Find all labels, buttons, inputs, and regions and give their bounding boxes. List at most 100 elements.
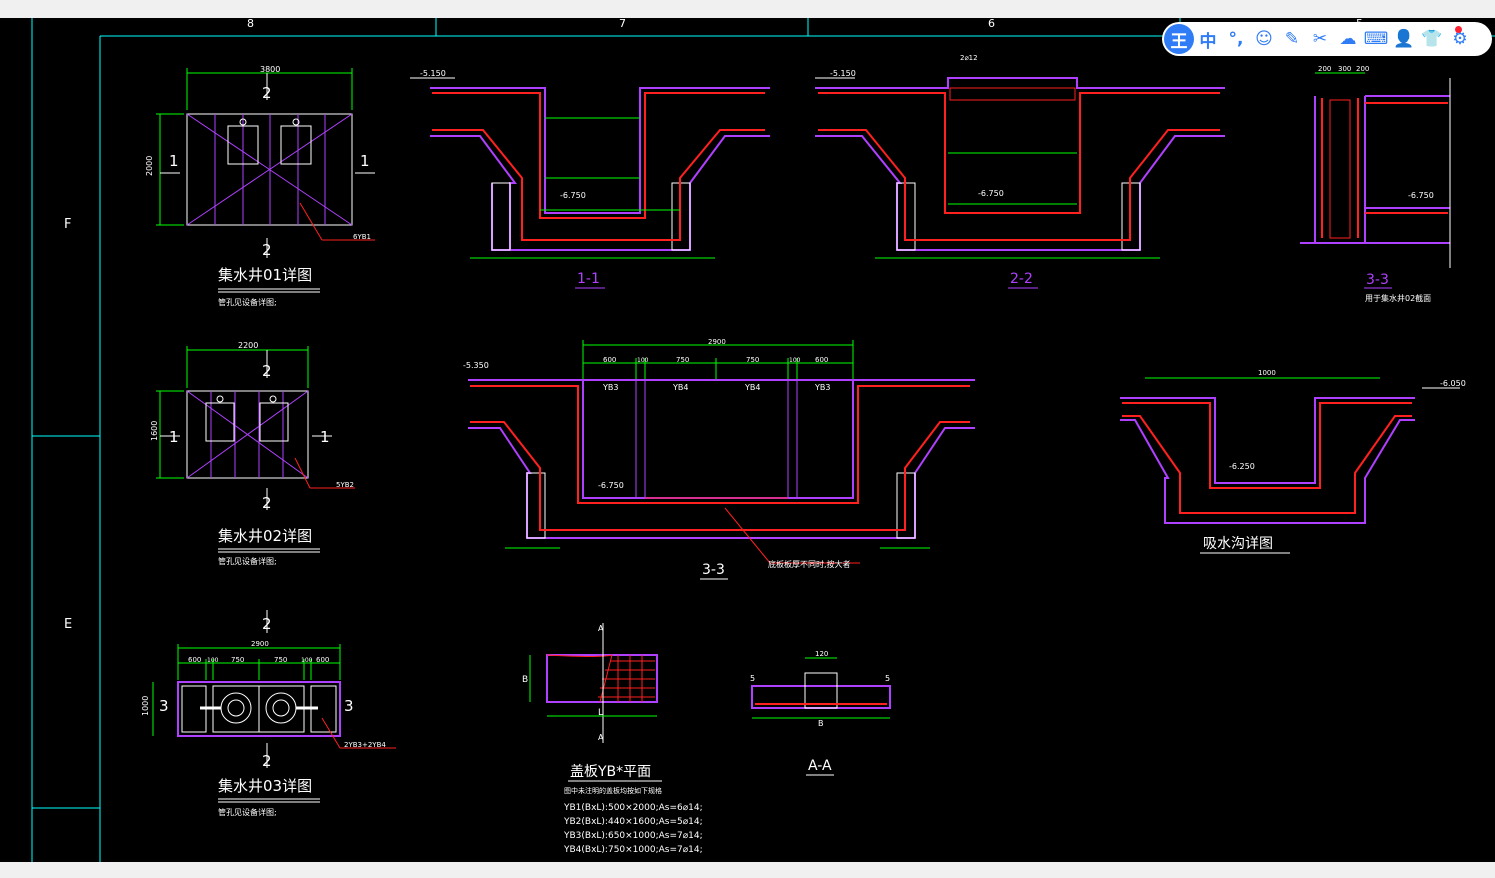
pit03-dim-1: 100 [207, 657, 219, 664]
pit01-plan: 3800 2000 2 2 1 1 6YB1 集水井01详图 管孔见设备详图; [145, 65, 375, 307]
plate-spec-2: YB3(BxL):650×1000;As=7⌀14; [563, 831, 703, 841]
s33-dim-5: 600 [815, 356, 828, 364]
s11-label: 1-1 [577, 271, 600, 287]
pit03-section-top: 2 [262, 615, 272, 633]
s33-cover-2: YB4 [744, 383, 760, 392]
pit03-title: 集水井03详图 [218, 777, 312, 795]
pit02-plan: 2200 1600 2 2 1 1 5YB2 集水井02详图 管孔见设备详图; [150, 341, 355, 566]
drawing-svg[interactable]: 8 7 6 5 F E 3800 2000 2 2 1 1 [0, 18, 1495, 862]
d33-dim-2: 200 [1356, 65, 1369, 73]
pit02-cut-right: 1 [320, 428, 330, 446]
sump-detail: 1000 -6.050 -6.250 吸水沟详图 [1120, 369, 1466, 554]
grid-row-e: E [64, 617, 72, 632]
s33-note: 底板板厚不同时,按大者 [768, 559, 851, 569]
aa-left: 5 [750, 674, 755, 683]
ime-toolbar[interactable]: 王 中 °, ☺ ✎ ✂ ☁ ⌨ 👤 👕 ⚙ [1162, 22, 1492, 56]
keyboard-icon[interactable]: ⌨ [1363, 29, 1389, 49]
cover-plate-plan: A A B L 盖板YB*平面 图中未注明的盖板均按如下规格 YB1(BxL):… [522, 623, 703, 855]
pit01-title: 集水井01详图 [218, 266, 312, 284]
s33-label: 3-3 [702, 562, 725, 578]
plate-spec-1: YB2(BxL):440×1600;As=5⌀14; [563, 817, 703, 827]
section-1-1: -5.150 -6.750 1-1 [410, 69, 770, 289]
pit01-cut-left: 1 [169, 152, 179, 170]
detail-3-3: 200 300 200 -6.750 3-3 用于集水井02截面 [1300, 65, 1451, 303]
s33-total: 2900 [708, 338, 726, 346]
scissors-icon[interactable]: ✂ [1312, 29, 1328, 49]
aa-width: 120 [815, 650, 828, 658]
s33-cover-1: YB4 [672, 383, 688, 392]
pit02-height: 1600 [150, 421, 159, 441]
sump-elev-bot: -6.250 [1229, 462, 1255, 471]
s33-dim-0: 600 [603, 356, 616, 364]
user-icon[interactable]: 👤 [1393, 29, 1415, 49]
s22-elev-top: -5.150 [830, 69, 856, 78]
s33-cover-0: YB3 [602, 383, 618, 392]
s11-elev-top: -5.150 [420, 69, 446, 78]
s22-rebar: 2⌀12 [960, 54, 978, 62]
plate-a-top: A [598, 624, 604, 633]
grid-row-f: F [64, 217, 71, 232]
grid-col-8: 8 [247, 18, 254, 30]
aa-b: B [818, 719, 824, 728]
d33-note: 用于集水井02截面 [1365, 293, 1431, 303]
pit03-dim-2: 750 [231, 656, 244, 664]
bottom-status-bar [0, 862, 1495, 878]
pit03-dim-5: 600 [316, 656, 329, 664]
pit03-section-bot: 2 [262, 752, 272, 770]
pit02-section-bot: 2 [262, 494, 272, 512]
punctuation-icon[interactable]: °, [1228, 29, 1244, 49]
skin-icon[interactable]: 👕 [1421, 29, 1443, 49]
s33-dim-1: 100 [637, 357, 649, 364]
pit01-width: 3800 [260, 65, 280, 74]
section-a-a: 120 B 5 5 A-A [750, 650, 891, 776]
s11-elev-bot: -6.750 [560, 191, 586, 200]
pit02-note: 管孔见设备详图; [218, 556, 277, 566]
grid-col-6: 6 [988, 18, 995, 30]
section-3-3: 2900 600 100 750 750 100 600 -5.350 -6.7… [463, 338, 975, 580]
pit01-height: 2000 [145, 156, 154, 176]
pit01-tag: 6YB1 [353, 233, 371, 241]
emoji-icon[interactable]: ☺ [1255, 29, 1273, 49]
pit03-dim-0: 600 [188, 656, 201, 664]
s33-dim-4: 100 [789, 357, 801, 364]
pit03-height: 1000 [141, 696, 150, 716]
pit03-tag: 2YB3+2YB4 [344, 741, 386, 749]
sump-elev-top: -6.050 [1440, 379, 1466, 388]
plate-a-bot: A [598, 733, 604, 742]
d33-elev: -6.750 [1408, 191, 1434, 200]
pit03-dim-4: 100 [301, 657, 313, 664]
cloud-icon[interactable]: ☁ [1339, 29, 1357, 49]
pit02-cut-left: 1 [169, 428, 179, 446]
pit01-note: 管孔见设备详图; [218, 297, 277, 307]
pit03-width: 2900 [251, 640, 269, 648]
ime-mode-button[interactable]: 中 [1199, 31, 1217, 52]
s33-elev-bot: -6.750 [598, 481, 624, 490]
s33-dim-2: 750 [676, 356, 689, 364]
pit03-dim-3: 750 [274, 656, 287, 664]
pit03-plan: 2900 600 100 750 750 100 600 1000 2 2 3 … [141, 610, 396, 817]
aa-right: 5 [885, 674, 890, 683]
s22-elev-bot: -6.750 [978, 189, 1004, 198]
plate-spec-0: YB1(BxL):500×2000;As=6⌀14; [563, 803, 703, 813]
sump-label: 吸水沟详图 [1203, 536, 1273, 552]
pen-icon[interactable]: ✎ [1284, 29, 1300, 49]
notification-dot [1455, 26, 1462, 33]
settings-icon[interactable]: ⚙ [1452, 29, 1468, 49]
d33-label: 3-3 [1366, 272, 1389, 288]
pit01-section-bot: 2 [262, 241, 272, 259]
plate-spec-3: YB4(BxL):750×1000;As=7⌀14; [563, 845, 703, 855]
pit02-width: 2200 [238, 341, 258, 350]
pit03-cut-right: 3 [344, 697, 354, 715]
pit03-note: 管孔见设备详图; [218, 807, 277, 817]
plate-spec-heading: 图中未注明的盖板均按如下规格 [564, 786, 662, 795]
cad-canvas[interactable]: 8 7 6 5 F E 3800 2000 2 2 1 1 [0, 18, 1495, 862]
pit02-section-top: 2 [262, 362, 272, 380]
plate-l: L [598, 708, 603, 718]
aa-label: A-A [808, 758, 832, 774]
pit02-tag: 5YB2 [336, 481, 354, 489]
pit02-title: 集水井02详图 [218, 527, 312, 545]
ime-logo-icon[interactable]: 王 [1164, 24, 1194, 54]
s33-elev-top: -5.350 [463, 361, 489, 370]
pit03-cut-left: 3 [159, 697, 169, 715]
s33-cover-3: YB3 [814, 383, 830, 392]
